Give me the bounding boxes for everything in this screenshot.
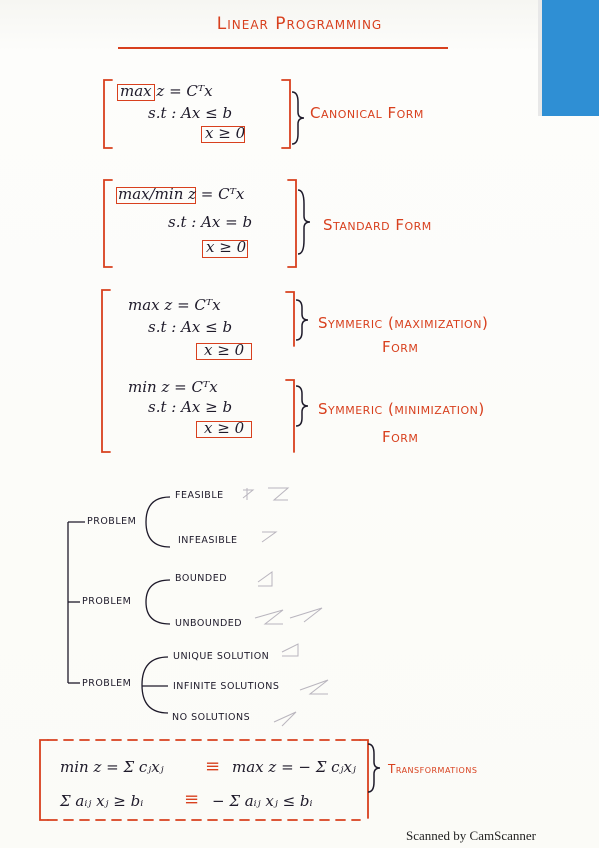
canonical-sign: x ≥ 0 <box>205 124 246 142</box>
sign-box <box>196 343 252 360</box>
title-underline <box>118 47 448 49</box>
standard-form-label: Standard Form <box>323 216 432 234</box>
symmeric-max-sign: x ≥ 0 <box>204 341 245 359</box>
canonical-objective: max z = Cᵀx <box>120 82 213 100</box>
transform-line2-left: Σ aᵢⱼ xⱼ ≥ bᵢ <box>60 792 144 810</box>
standard-sign: x ≥ 0 <box>206 238 247 256</box>
branch-feasible: Feasible <box>175 490 224 501</box>
blue-tab-corner <box>542 0 599 116</box>
symmeric-min-sign: x ≥ 0 <box>204 419 245 437</box>
transformations-label: Transformations <box>388 762 478 776</box>
canonical-form-label: Canonical Form <box>310 104 424 122</box>
branch-bounded: Bounded <box>175 573 228 584</box>
symmeric-max-constraint: s.t : Ax ≤ b <box>148 318 233 336</box>
problem-label: Problem <box>82 678 132 689</box>
transform-line1-left: min z = Σ cⱼxⱼ <box>60 758 164 776</box>
symmeric-max-objective: max z = Cᵀx <box>128 296 221 314</box>
branch-unique-solution: Unique Solution <box>173 651 270 662</box>
equiv-symbol: ≡ <box>205 756 221 777</box>
symmeric-min-constraint: s.t : Ax ≥ b <box>148 398 233 416</box>
max-box <box>117 84 155 101</box>
page-title: Linear Programming <box>216 14 383 34</box>
problem-label: Problem <box>87 516 137 527</box>
branch-infeasible: Infeasible <box>178 535 238 546</box>
problem-label: Problem <box>82 596 132 607</box>
symmeric-min-label: Symmeric (minimization) <box>318 400 485 418</box>
page-edge <box>538 0 542 116</box>
standard-constraint: s.t : Ax = b <box>168 213 253 231</box>
scanner-footer: Scanned by CamScanner <box>406 828 536 843</box>
branch-unbounded: Unbounded <box>175 618 243 629</box>
symmeric-max-label: Symmeric (maximization) <box>318 314 489 332</box>
standard-objective: max/min z = Cᵀx <box>118 185 245 203</box>
transform-line2-right: − Σ aᵢⱼ xⱼ ≤ bᵢ <box>212 792 313 810</box>
branch-infinite-solutions: Infinite Solutions <box>173 681 280 692</box>
sign-box <box>196 421 252 438</box>
symmeric-max-label-form: Form <box>382 338 419 356</box>
max-min-box <box>116 187 196 204</box>
sign-box <box>201 126 245 143</box>
equiv-symbol: ≡ <box>184 789 200 810</box>
canonical-constraint: s.t : Ax ≤ b <box>148 104 233 122</box>
branch-no-solutions: No Solutions <box>172 712 251 723</box>
symmeric-min-objective: min z = Cᵀx <box>128 378 218 396</box>
sign-box <box>202 240 248 258</box>
symmeric-min-label-form: Form <box>382 428 419 446</box>
transform-line1-right: max z = − Σ cⱼxⱼ <box>232 758 356 776</box>
